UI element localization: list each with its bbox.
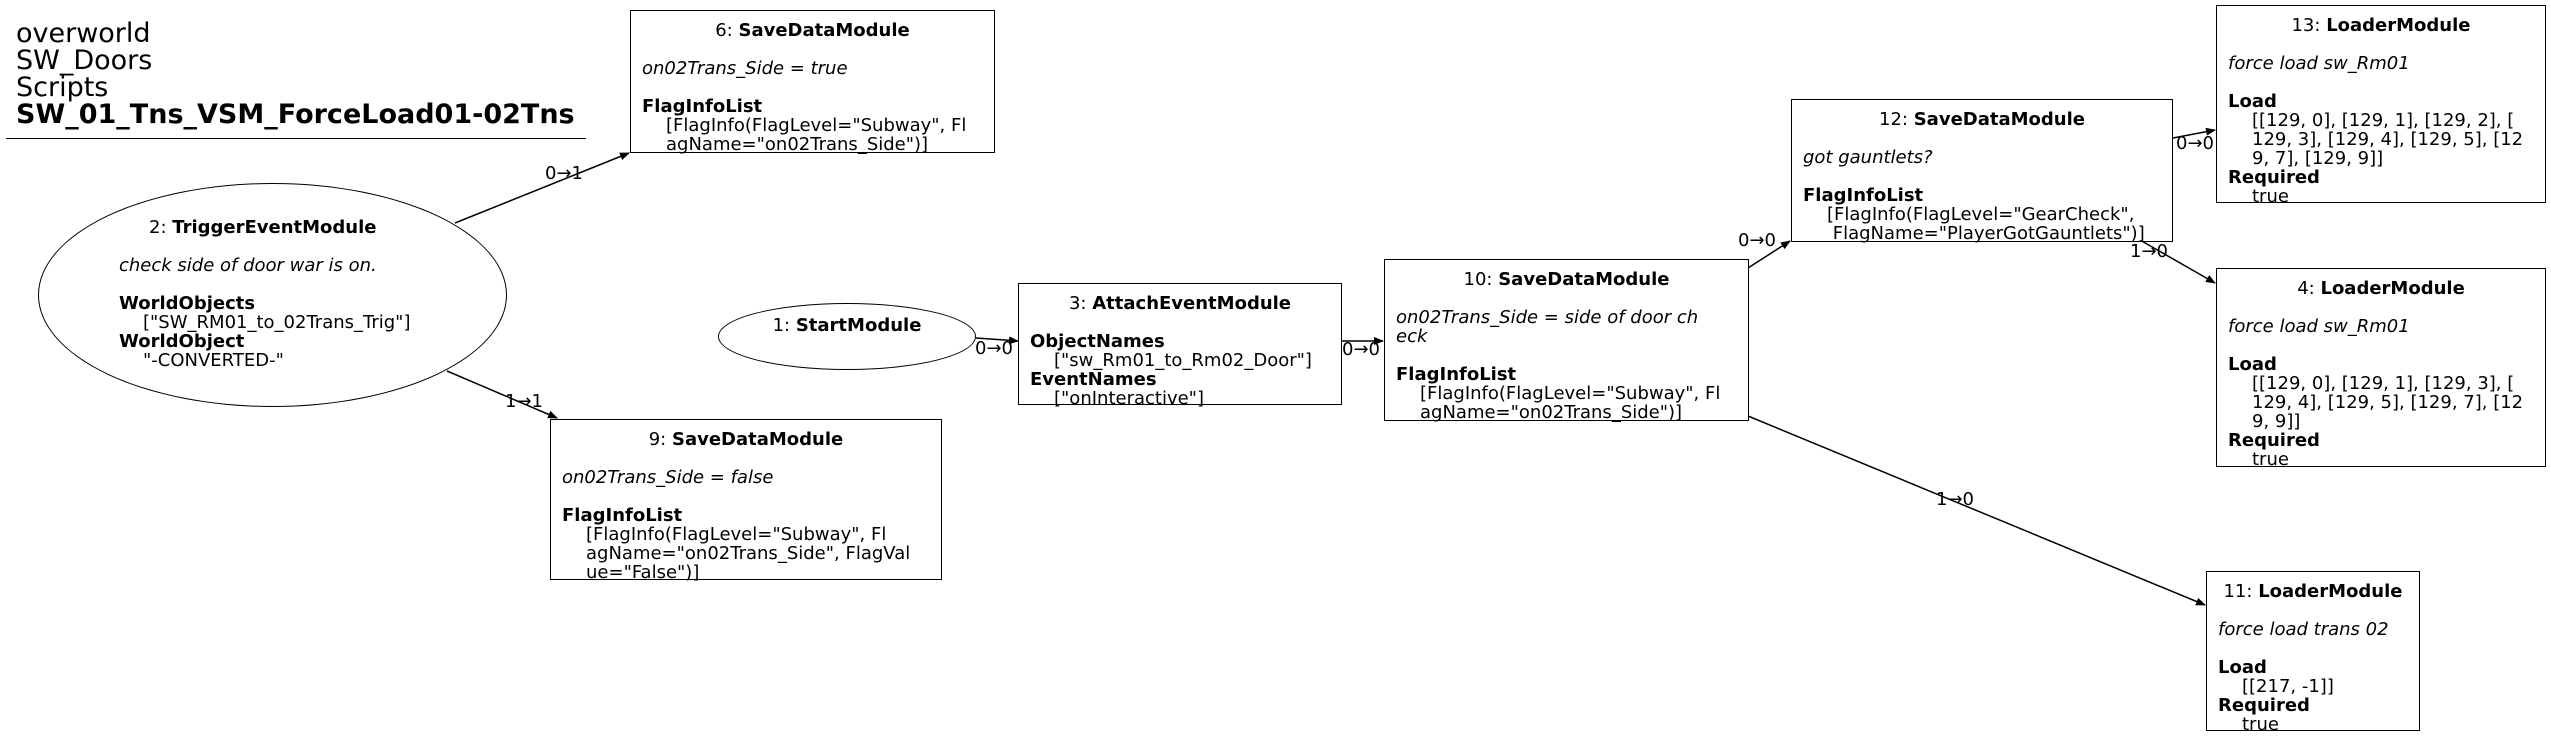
- node-4-description: force load sw_Rm01: [2228, 316, 2410, 337]
- node-2-type: TriggerEventModule: [172, 217, 377, 238]
- node-9-prop-1: FlagInfoList: [562, 505, 683, 526]
- node-9-value-1: [FlagInfo(FlagLevel="Subway", Fl agName=…: [586, 524, 911, 583]
- node-11-value-1: [[217, -1]]: [2242, 676, 2334, 697]
- node-3-value-2: ["onInteractive"]: [1054, 388, 1204, 409]
- node-6-prop-1: FlagInfoList: [642, 96, 763, 117]
- node-3-prop-2: EventNames: [1030, 369, 1157, 390]
- node-9-header: 9: SaveDataModule: [562, 430, 930, 449]
- node-13-value-2: true: [2252, 186, 2289, 207]
- node-6-header: 6: SaveDataModule: [642, 21, 983, 40]
- node-1-start[interactable]: 1: StartModule: [718, 303, 976, 370]
- edge-2-to-6: [454, 152, 630, 224]
- edge-1-to-3: [975, 336, 1019, 345]
- node-10-header: 10: SaveDataModule: [1396, 270, 1737, 289]
- node-4-id: 4:: [2297, 278, 2315, 299]
- node-6-value-1: [FlagInfo(FlagLevel="Subway", Fl agName=…: [666, 115, 967, 155]
- node-9-id: 9:: [648, 429, 667, 450]
- node-3-header: 3: AttachEventModule: [1030, 294, 1330, 313]
- node-11-id: 11:: [2223, 581, 2253, 602]
- node-2-trigger-event[interactable]: 2: TriggerEventModule check side of door…: [38, 183, 507, 407]
- title-line-2: SW_Doors: [16, 45, 153, 76]
- node-11-value-2: true: [2242, 714, 2279, 735]
- node-6-id: 6:: [715, 20, 733, 41]
- node-4-prop-1: Load: [2228, 354, 2277, 375]
- edge-label-3-10: 0→0: [1342, 339, 1380, 360]
- node-1-header: 1: StartModule: [719, 316, 975, 335]
- graph-title: overworld SW_Doors Scripts SW_01_Tns_VSM…: [16, 20, 575, 128]
- edge-12-to-13: [2172, 127, 2216, 139]
- edge-label-12-4: 1→0: [2130, 241, 2168, 262]
- node-10-prop-1: FlagInfoList: [1396, 364, 1517, 385]
- node-6-type: SaveDataModule: [738, 20, 910, 41]
- edge-12-to-4: [2139, 239, 2216, 284]
- node-12-id: 12:: [1879, 109, 1908, 130]
- node-2-value-2: "-CONVERTED-": [143, 350, 284, 371]
- node-2-id: 2:: [149, 217, 167, 238]
- edge-10-to-12: [1747, 240, 1791, 269]
- node-3-attach-event[interactable]: 3: AttachEventModule ObjectNames ["sw_Rm…: [1018, 283, 1342, 409]
- node-4-value-2: true: [2252, 449, 2289, 470]
- node-13-prop-1: Load: [2228, 91, 2277, 112]
- node-3-type: AttachEventModule: [1092, 293, 1292, 314]
- node-11-type: LoaderModule: [2258, 581, 2403, 602]
- node-12-description: got gauntlets?: [1803, 147, 1933, 168]
- node-3-id: 3:: [1068, 293, 1087, 314]
- node-3-value-1: ["sw_Rm01_to_Rm02_Door"]: [1054, 350, 1312, 371]
- node-11-prop-1: Load: [2218, 657, 2267, 678]
- node-13-header: 13: LoaderModule: [2228, 16, 2534, 35]
- node-2-description: check side of door war is on.: [119, 255, 377, 276]
- node-4-type: LoaderModule: [2320, 278, 2465, 299]
- node-6-description: on02Trans_Side = true: [642, 58, 848, 79]
- node-2-value-1: ["SW_RM01_to_02Trans_Trig"]: [143, 312, 411, 333]
- node-9-type: SaveDataModule: [672, 429, 844, 450]
- node-4-prop-2: Required: [2228, 430, 2320, 451]
- edge-label-2-6: 0→1: [545, 163, 583, 184]
- node-1-id: 1:: [772, 315, 791, 336]
- node-11-header: 11: LoaderModule: [2218, 582, 2408, 601]
- node-2-prop-2: WorldObject: [119, 331, 245, 352]
- node-12-type: SaveDataModule: [1913, 109, 2085, 130]
- edge-label-10-12: 0→0: [1738, 230, 1776, 251]
- node-2-header: 2: TriggerEventModule: [119, 218, 479, 237]
- edge-10-to-11: [1747, 415, 2206, 606]
- node-4-value-1: [[129, 0], [129, 1], [129, 3], [ 129, 4]…: [2252, 373, 2524, 432]
- node-4-header: 4: LoaderModule: [2228, 279, 2534, 298]
- node-6-save-data[interactable]: 6: SaveDataModule on02Trans_Side = true …: [630, 10, 995, 155]
- edge-label-1-3: 0→0: [975, 338, 1013, 359]
- node-12-save-data[interactable]: 12: SaveDataModule got gauntlets? FlagIn…: [1791, 99, 2173, 244]
- node-12-value-1: [FlagInfo(FlagLevel="GearCheck", FlagNam…: [1827, 204, 2145, 244]
- edge-label-2-9: 1→1: [505, 391, 543, 412]
- node-12-prop-1: FlagInfoList: [1803, 185, 1924, 206]
- node-11-prop-2: Required: [2218, 695, 2310, 716]
- node-1-type: StartModule: [795, 315, 922, 336]
- node-10-type: SaveDataModule: [1498, 269, 1670, 290]
- node-9-save-data[interactable]: 9: SaveDataModule on02Trans_Side = false…: [550, 419, 942, 583]
- node-13-description: force load sw_Rm01: [2228, 53, 2410, 74]
- node-13-prop-2: Required: [2228, 167, 2320, 188]
- node-11-loader[interactable]: 11: LoaderModule force load trans 02 Loa…: [2206, 571, 2420, 735]
- node-4-loader[interactable]: 4: LoaderModule force load sw_Rm01 Load …: [2216, 268, 2546, 470]
- node-2-prop-1: WorldObjects: [119, 293, 256, 314]
- node-13-loader[interactable]: 13: LoaderModule force load sw_Rm01 Load…: [2216, 5, 2546, 207]
- edge-2-to-9: [446, 370, 558, 419]
- title-line-3: Scripts: [16, 72, 109, 103]
- script-name: SW_01_Tns_VSM_ForceLoad01-02Tns: [16, 99, 575, 130]
- edge-label-10-11: 1→0: [1936, 489, 1974, 510]
- node-10-value-1: [FlagInfo(FlagLevel="Subway", Fl agName=…: [1420, 383, 1721, 423]
- node-10-save-data[interactable]: 10: SaveDataModule on02Trans_Side = side…: [1384, 259, 1749, 423]
- node-10-id: 10:: [1463, 269, 1493, 290]
- node-13-type: LoaderModule: [2326, 15, 2471, 36]
- title-underline: [6, 138, 586, 139]
- title-line-1: overworld: [16, 18, 151, 49]
- node-13-value-1: [[129, 0], [129, 1], [129, 2], [ 129, 3]…: [2252, 110, 2524, 169]
- edge-label-12-13: 0→0: [2176, 133, 2214, 154]
- node-13-id: 13:: [2291, 15, 2321, 36]
- node-11-description: force load trans 02: [2218, 619, 2389, 640]
- node-12-header: 12: SaveDataModule: [1803, 110, 2161, 129]
- node-10-description: on02Trans_Side = side of door ch eck: [1396, 307, 1699, 347]
- node-3-prop-1: ObjectNames: [1030, 331, 1165, 352]
- node-9-description: on02Trans_Side = false: [562, 467, 774, 488]
